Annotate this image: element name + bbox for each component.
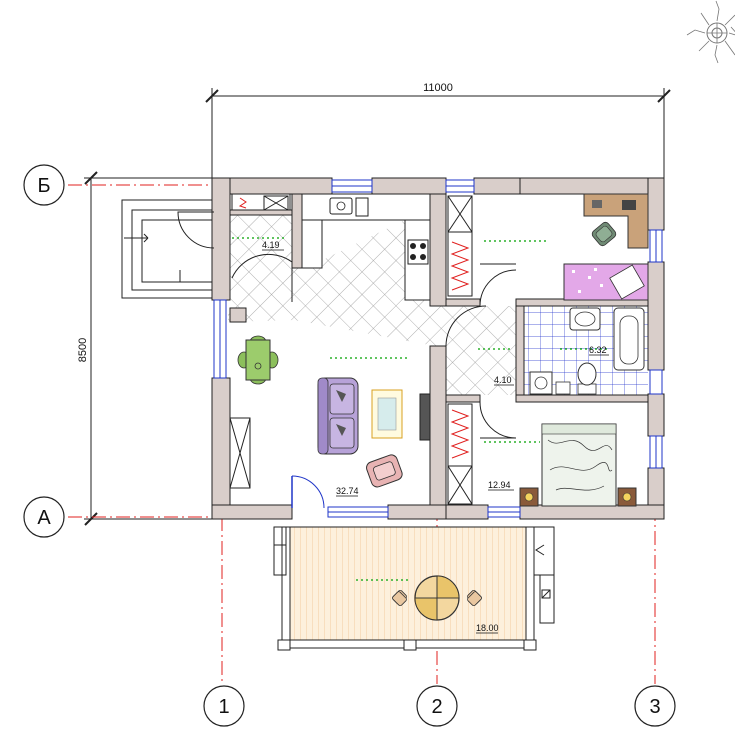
terrace-dining-set xyxy=(392,575,482,621)
tiled-floor xyxy=(228,213,522,395)
area-label-bedroom: 12.94 xyxy=(488,480,511,490)
axis-row-b: Б xyxy=(23,164,65,206)
desk xyxy=(583,193,649,249)
height-dimension-text: 8500 xyxy=(77,338,89,362)
windows xyxy=(213,179,663,518)
entrance-steps xyxy=(121,199,215,299)
double-bed xyxy=(519,423,637,507)
axis-label: Б xyxy=(37,175,50,197)
vestibule-wardrobe xyxy=(231,193,291,211)
coffee-table xyxy=(371,389,403,439)
interior-walls xyxy=(229,193,649,506)
axis-col-1: 1 xyxy=(203,685,245,727)
sun-compass-icon xyxy=(686,0,735,64)
axis-col-2: 2 xyxy=(416,685,458,727)
area-markers xyxy=(232,237,610,581)
area-label-bath: 6.32 xyxy=(589,345,607,355)
tv-unit xyxy=(419,393,431,441)
single-bed xyxy=(563,263,649,301)
kitchen xyxy=(301,193,431,301)
axis-label: 3 xyxy=(649,696,660,718)
axis-label: 2 xyxy=(431,696,442,718)
axis-label: 1 xyxy=(218,696,229,718)
area-label-terrace: 18.00 xyxy=(476,623,499,633)
terrace xyxy=(273,526,555,651)
sofa xyxy=(317,377,359,455)
bathroom-fixtures xyxy=(529,307,645,395)
exterior-walls xyxy=(211,177,665,520)
axis-label: А xyxy=(37,507,51,529)
bedroom-bottom-wardrobe xyxy=(447,403,473,505)
bedroom-top-wardrobe xyxy=(447,195,473,297)
dining-table xyxy=(237,335,279,385)
width-dimension-text: 11000 xyxy=(423,82,453,94)
height-dimension: 8500 xyxy=(77,171,230,526)
living-wardrobe xyxy=(229,417,251,489)
doors xyxy=(177,211,517,509)
room-area-labels: 4.19 32.74 4.10 6.32 12.94 18.00 xyxy=(262,240,609,634)
area-label-vestibule: 4.19 xyxy=(262,240,280,250)
axis-row-a: А xyxy=(23,496,65,538)
area-label-living: 32.74 xyxy=(336,486,359,496)
armchair xyxy=(366,454,403,488)
width-dimension: 11000 xyxy=(205,82,671,178)
area-label-hall: 4.10 xyxy=(494,375,512,385)
axis-lines xyxy=(68,184,656,684)
axis-col-3: 3 xyxy=(634,685,676,727)
